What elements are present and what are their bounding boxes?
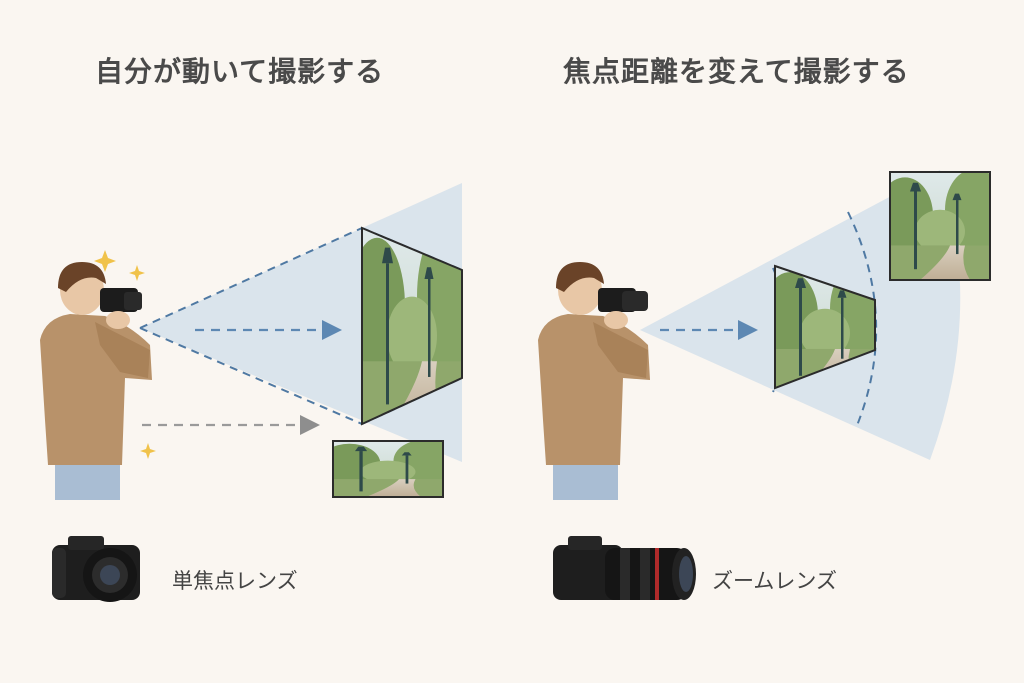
right-photographer xyxy=(538,262,650,500)
left-photo-large xyxy=(361,226,463,426)
left-panel-title: 自分が動いて撮影する xyxy=(95,55,385,88)
right-center-arrowhead xyxy=(738,320,758,340)
left-view-line-bottom xyxy=(139,327,363,425)
left-panel xyxy=(40,183,463,602)
zoom-lens-label: ズームレンズ xyxy=(712,569,837,593)
right-panel-title: 焦点距離を変えて撮影する xyxy=(563,55,910,88)
right-panel xyxy=(538,170,991,600)
right-photo-far xyxy=(889,171,991,281)
right-photo-middle xyxy=(774,264,876,390)
mirrorless-camera-zoom-lens-icon xyxy=(553,536,696,600)
left-photo-small xyxy=(332,440,444,498)
left-photographer xyxy=(40,262,152,500)
prime-lens-label: 単焦点レンズ xyxy=(172,569,298,593)
left-move-arrowhead xyxy=(300,415,320,435)
sparkle-icon xyxy=(94,250,156,459)
left-view-line-top xyxy=(139,227,363,329)
left-center-arrowhead xyxy=(322,320,342,340)
mirrorless-camera-prime-lens-icon xyxy=(52,536,140,602)
